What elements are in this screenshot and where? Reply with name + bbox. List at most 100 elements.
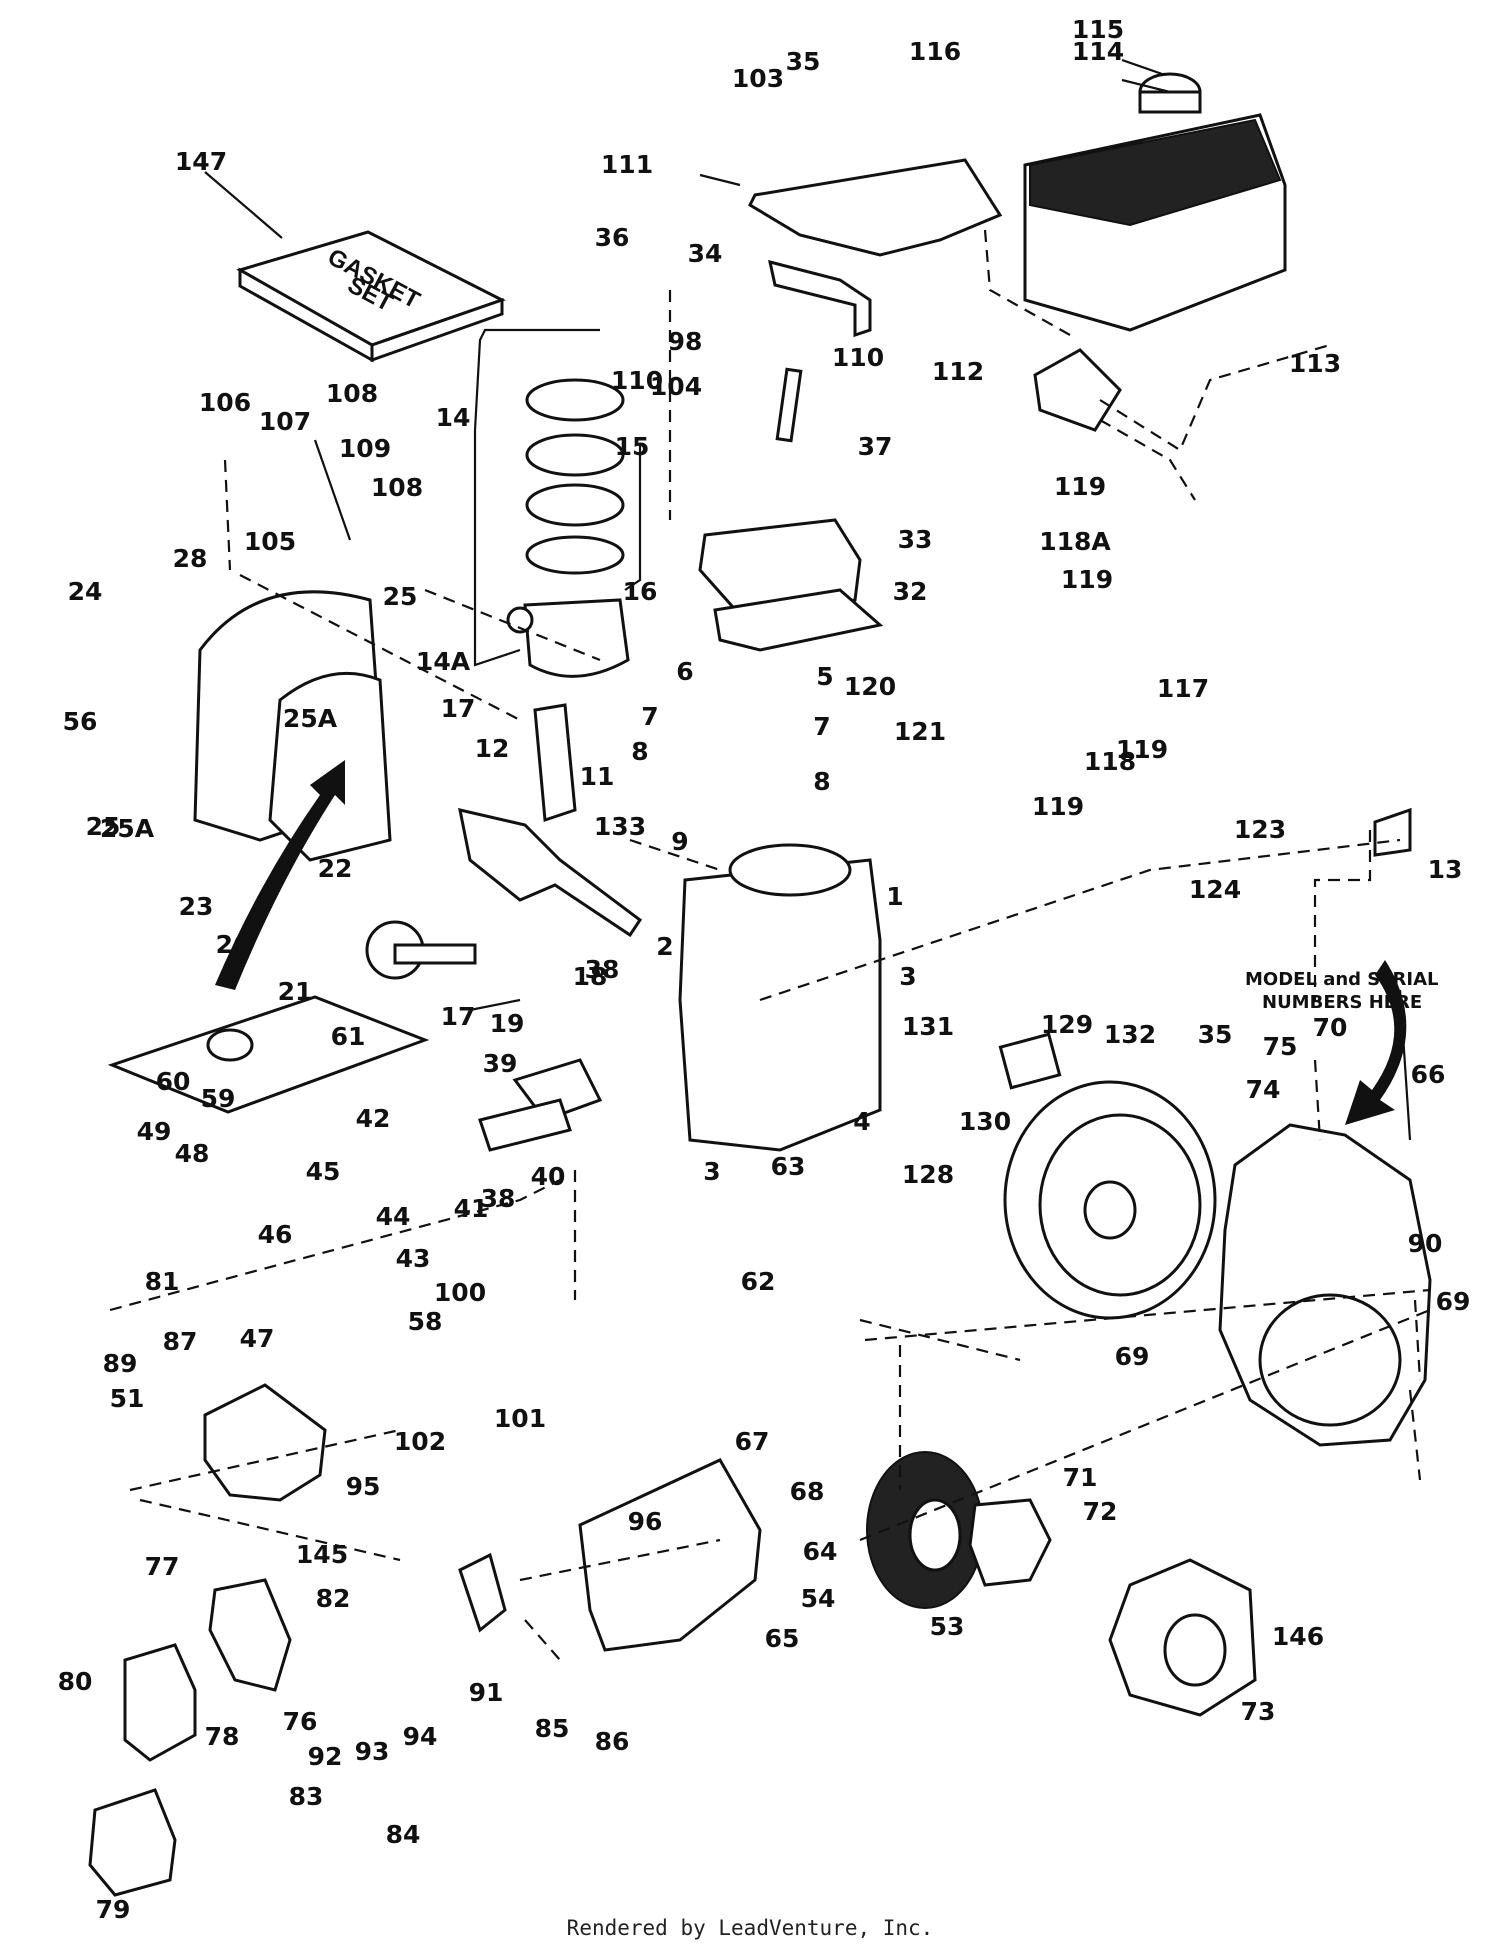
part-callout-14a: 14A	[416, 647, 471, 676]
part-callout-102: 102	[394, 1427, 446, 1456]
part-callout-118a: 118A	[1039, 527, 1111, 556]
part-callout-46: 46	[258, 1220, 293, 1249]
part-callout-8: 8	[631, 737, 648, 766]
part-callout-11: 11	[580, 762, 615, 791]
part-callout-107: 107	[259, 407, 311, 436]
part-callout-130: 130	[959, 1107, 1011, 1136]
part-callout-83: 83	[289, 1782, 324, 1811]
part-callout-119: 119	[1116, 735, 1168, 764]
part-callout-129: 129	[1041, 1010, 1093, 1039]
part-callout-100: 100	[434, 1278, 486, 1307]
seal-kit-panel	[107, 995, 430, 1114]
part-callout-36: 36	[595, 223, 630, 252]
part-callout-33: 33	[898, 525, 933, 554]
part-callout-133: 133	[594, 812, 646, 841]
part-callout-5: 5	[816, 662, 833, 691]
part-callout-16: 16	[623, 577, 658, 606]
part-callout-25: 25	[86, 812, 121, 841]
part-callout-38: 38	[585, 955, 620, 984]
part-callout-24: 24	[68, 577, 103, 606]
part-callout-19: 19	[490, 1009, 525, 1038]
connecting-rod	[533, 703, 577, 823]
part-callout-35: 35	[786, 47, 821, 76]
part-callout-8: 8	[813, 767, 830, 796]
part-callout-95: 95	[346, 1472, 381, 1501]
part-callout-92: 92	[308, 1742, 343, 1771]
part-callout-34: 34	[688, 239, 723, 268]
part-callout-69: 69	[1436, 1287, 1471, 1316]
part-callout-38: 38	[481, 1184, 516, 1213]
part-callout-119: 119	[1032, 792, 1084, 821]
part-callout-104: 104	[650, 372, 702, 401]
part-callout-77: 77	[145, 1552, 180, 1581]
cylinder-head	[698, 518, 862, 617]
part-callout-132: 132	[1104, 1020, 1156, 1049]
breather-gasket	[478, 1098, 572, 1152]
part-callout-4: 4	[853, 1107, 870, 1136]
part-callout-79: 79	[96, 1895, 131, 1924]
piston-rings	[525, 378, 625, 575]
part-callout-32: 32	[893, 577, 928, 606]
part-callout-69: 69	[1115, 1342, 1150, 1371]
part-callout-56: 56	[63, 707, 98, 736]
part-callout-59: 59	[201, 1084, 236, 1113]
part-callout-37: 37	[858, 432, 893, 461]
part-callout-12: 12	[475, 734, 510, 763]
part-callout-76: 76	[283, 1707, 318, 1736]
flywheel	[1003, 1080, 1217, 1320]
part-callout-124: 124	[1189, 875, 1241, 904]
fuel-tank	[1023, 72, 1287, 332]
part-callout-6: 6	[676, 657, 693, 686]
part-callout-7: 7	[813, 712, 830, 741]
part-callout-22: 22	[318, 854, 353, 883]
part-callout-63: 63	[771, 1152, 806, 1181]
assembly-lines	[109, 229, 1431, 1661]
part-callout-51: 51	[110, 1384, 145, 1413]
arrow-cover-to-base	[215, 760, 345, 990]
part-callout-114: 114	[1072, 37, 1124, 66]
part-callout-60: 60	[156, 1067, 191, 1096]
part-callout-15: 15	[615, 432, 650, 461]
part-callout-87: 87	[163, 1327, 198, 1356]
arrow-model-serial	[1345, 960, 1407, 1125]
part-callout-64: 64	[803, 1537, 838, 1566]
carburetor	[203, 1383, 327, 1502]
part-callout-73: 73	[1241, 1697, 1276, 1726]
air-cleaner-cover	[88, 1788, 177, 1897]
crankshaft	[458, 808, 643, 938]
part-callout-23: 23	[179, 892, 214, 921]
part-callout-94: 94	[403, 1722, 438, 1751]
part-callout-3: 3	[703, 1157, 720, 1186]
part-callout-93: 93	[355, 1737, 390, 1766]
part-callout-118: 118	[1084, 747, 1136, 776]
part-callout-71: 71	[1063, 1463, 1098, 1492]
part-callout-75: 75	[1263, 1032, 1298, 1061]
part-callout-72: 72	[1083, 1497, 1118, 1526]
part-callout-25: 25	[383, 582, 418, 611]
part-callout-86: 86	[595, 1727, 630, 1756]
part-callout-91: 91	[469, 1678, 504, 1707]
part-callout-119: 119	[1061, 565, 1113, 594]
part-callout-121: 121	[894, 717, 946, 746]
part-callout-98: 98	[668, 327, 703, 356]
part-callout-81: 81	[145, 1267, 180, 1296]
part-callout-110: 110	[832, 343, 884, 372]
part-callout-66: 66	[1411, 1060, 1446, 1089]
part-callout-103: 103	[732, 64, 784, 93]
part-callout-18: 18	[573, 962, 608, 991]
control-bracket-label-13	[1373, 807, 1412, 857]
part-callout-21: 21	[278, 977, 313, 1006]
piston	[523, 598, 630, 678]
air-cleaner-gasket	[208, 1578, 292, 1692]
part-callout-131: 131	[902, 1012, 954, 1041]
cover-gasket	[268, 671, 392, 862]
part-callout-78: 78	[205, 1722, 240, 1751]
part-callout-7: 7	[641, 702, 658, 731]
part-callout-54: 54	[801, 1584, 836, 1613]
part-callout-116: 116	[909, 37, 961, 66]
part-callout-17: 17	[441, 694, 476, 723]
bracket-34	[768, 259, 872, 338]
part-callout-123: 123	[1234, 815, 1286, 844]
